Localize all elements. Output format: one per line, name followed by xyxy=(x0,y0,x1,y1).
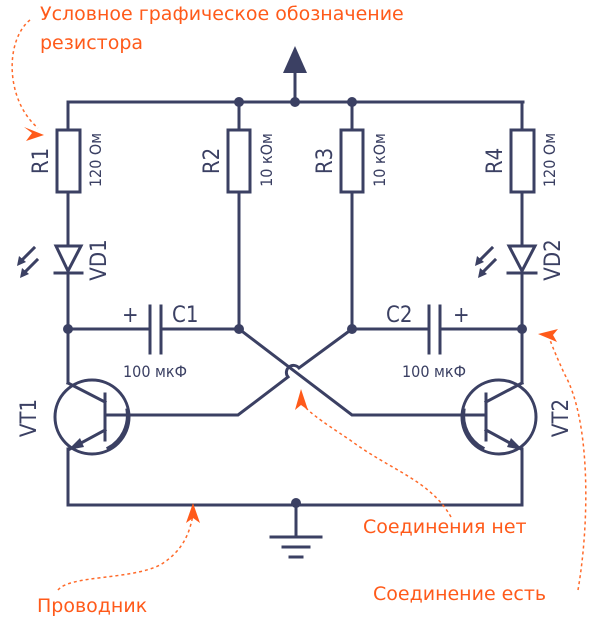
arrowhead-icon xyxy=(538,329,558,342)
ground-icon xyxy=(269,535,323,559)
vd2-label: VD2 xyxy=(541,239,566,280)
annotation-arrow-connection xyxy=(549,339,587,591)
r1-label: R1 xyxy=(29,148,54,174)
vd1-label: VD1 xyxy=(87,239,112,280)
annotation-resistor-line2: резистора xyxy=(40,32,143,54)
annotation-conductor: Проводник xyxy=(37,595,147,617)
led-vd1-icon xyxy=(53,244,84,275)
annotation-resistor-line1: Условное графическое обозначение xyxy=(40,3,404,25)
junction-dot xyxy=(347,97,357,107)
annotation-connection: Соединение есть xyxy=(373,583,546,605)
c2-polarity: + xyxy=(453,303,470,328)
annotation-no-connection: Соединения нет xyxy=(363,516,527,538)
annotation-arrow-resistor xyxy=(11,19,39,129)
c1-polarity: + xyxy=(122,303,139,328)
c1-label: C1 xyxy=(172,303,198,328)
transistor-vt2 xyxy=(460,378,538,456)
resistor-r2 xyxy=(226,128,252,194)
c2-label: C2 xyxy=(386,303,412,328)
junction-dot xyxy=(234,97,244,107)
arrowhead-icon xyxy=(24,127,44,141)
r1-value: 120 Ом xyxy=(86,133,105,187)
r4-label: R4 xyxy=(483,148,508,174)
annotation-arrow-conductor xyxy=(57,514,194,591)
junction-dot xyxy=(63,324,73,334)
resistor-r1 xyxy=(55,128,82,194)
arrowhead-icon xyxy=(186,503,200,523)
vt2-label: VT2 xyxy=(549,399,574,437)
cross-wire-r3-vt1-hop xyxy=(127,326,355,417)
resistor-r3 xyxy=(339,128,365,194)
transistor-vt1 xyxy=(53,378,131,456)
c2-value: 100 мкФ xyxy=(402,362,466,381)
emitter-arrow-icon xyxy=(507,438,523,450)
junction-dot xyxy=(517,324,527,334)
arrowhead-icon xyxy=(295,389,308,410)
r2-label: R2 xyxy=(200,148,225,174)
r2-value: 10 кОм xyxy=(257,133,276,187)
power-arrow-icon xyxy=(283,46,307,73)
resistor-r4 xyxy=(509,128,536,194)
r3-value: 10 кОм xyxy=(370,133,389,187)
wire-r2-r3 xyxy=(237,190,354,331)
emitter-arrow-icon xyxy=(68,438,84,450)
cross-wire-r2-vt2 xyxy=(236,326,464,417)
arrowhead-icon xyxy=(478,268,487,278)
c1-value: 100 мкФ xyxy=(123,362,187,381)
capacitor-c1 xyxy=(148,304,163,355)
led-vd2-icon xyxy=(506,244,538,275)
r4-value: 120 Ом xyxy=(540,133,559,187)
arrowhead-icon xyxy=(17,256,26,266)
vt1-leads xyxy=(65,380,131,452)
vt2-leads xyxy=(460,380,525,452)
vt1-label: VT1 xyxy=(17,399,42,437)
annotation-arrow-no-connection xyxy=(301,401,452,518)
r3-label: R3 xyxy=(313,148,338,174)
capacitor-c2 xyxy=(427,304,442,355)
junction-dot xyxy=(291,498,301,508)
arrowhead-icon xyxy=(20,268,29,278)
arrowhead-icon xyxy=(475,256,484,266)
